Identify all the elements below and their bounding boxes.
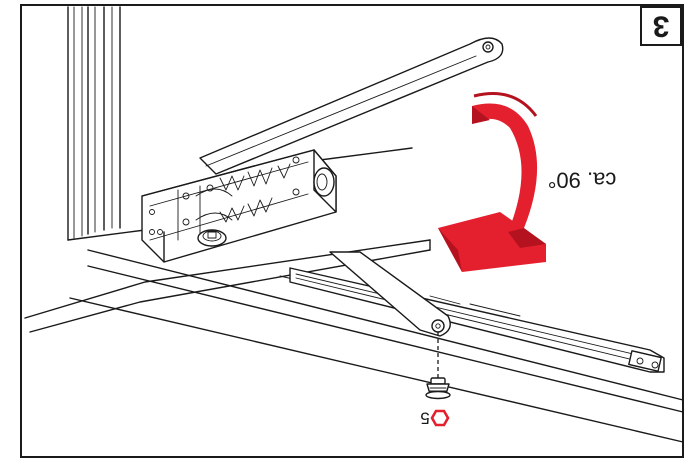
hex-socket-icon — [430, 409, 450, 427]
lever-arm-lower — [329, 251, 451, 337]
step-number: 3 — [653, 10, 670, 43]
screw-size-label: 5 — [420, 409, 429, 428]
closer-spindle — [197, 229, 227, 247]
door-frame — [67, 6, 146, 241]
door-closer-body — [141, 149, 337, 263]
angle-label: ca. 90° — [548, 168, 617, 193]
screw — [425, 377, 451, 400]
slide-rail — [289, 267, 665, 373]
diagram-frame — [20, 4, 684, 458]
rotation-arrow — [438, 92, 546, 272]
step-number-box: 3 — [640, 6, 682, 46]
lever-arm-upper — [199, 37, 504, 175]
